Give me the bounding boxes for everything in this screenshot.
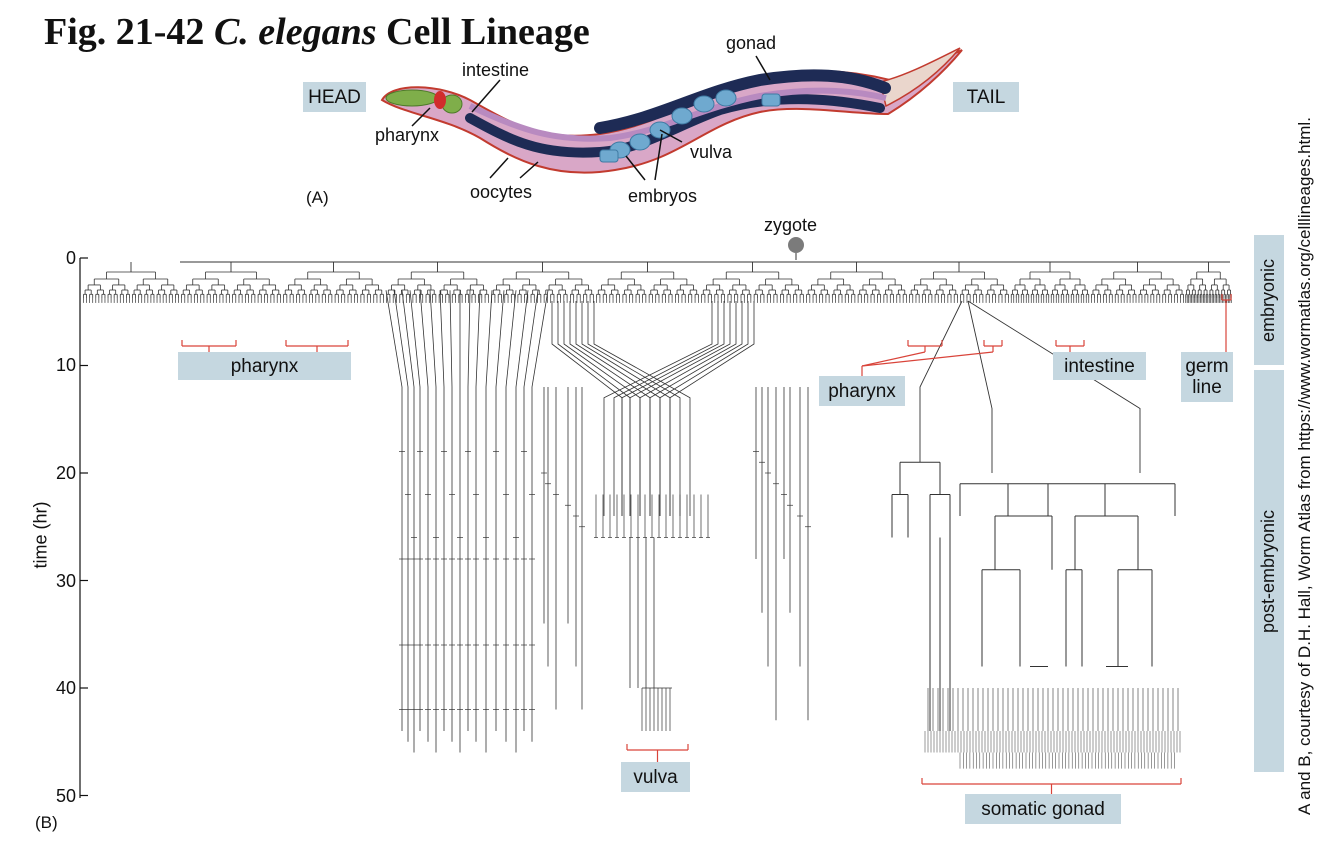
lineage-branch <box>639 301 737 516</box>
axis-tick: 50 <box>55 786 76 806</box>
lineage-branch <box>967 300 1141 473</box>
zygote-node <box>788 237 804 253</box>
lineage-branch <box>629 301 731 516</box>
embryo <box>761 93 781 107</box>
lineage-branch <box>967 300 993 473</box>
title-suffix: Cell Lineage <box>386 11 590 53</box>
lineage-branch <box>563 301 641 516</box>
lineage-branch <box>919 300 963 463</box>
axis-tick: 40 <box>55 678 76 698</box>
lineage-branch <box>475 290 481 742</box>
lineage-branch <box>495 290 505 731</box>
image-credit: A and B, courtesy of D.H. Hall, Worm Atl… <box>1295 117 1314 815</box>
lineage-branch <box>593 301 691 516</box>
embryo <box>715 89 737 107</box>
somatic-gonad-label: somatic gonad <box>965 794 1121 824</box>
tissue-bracket <box>861 351 994 367</box>
panel-a-label: (A) <box>306 188 329 207</box>
lineage-branch <box>467 290 471 731</box>
gonad-arm-upper <box>594 69 891 134</box>
zygote-label: zygote <box>764 215 818 235</box>
part-leader-lines <box>411 55 771 181</box>
post-embryonic-stage-box: post-embryonic <box>1254 370 1284 772</box>
pharynx-label-right: pharynx <box>819 376 905 406</box>
panel-b-label: (B) <box>35 813 58 832</box>
tail-label: TAIL <box>953 82 1019 112</box>
lineage-branch <box>449 290 453 742</box>
figure-title: Fig. 21-42 C. elegans Cell Lineage <box>44 10 590 54</box>
gonad-label: gonad <box>726 33 777 53</box>
lineage-branch <box>659 301 749 516</box>
lineage-branch <box>419 290 429 742</box>
lineage-branch <box>621 301 725 516</box>
tissue-bracket <box>861 351 926 367</box>
intestine-label-b: intestine <box>1053 352 1146 380</box>
lineage-branch <box>551 301 623 516</box>
pharynx-shape <box>385 89 463 114</box>
lineage-branch <box>485 290 493 753</box>
lineage-branch <box>439 290 445 731</box>
embryo <box>671 107 693 125</box>
lineage-branch <box>531 290 549 742</box>
lineage-branch <box>505 290 517 742</box>
vulva-label: vulva <box>690 142 733 162</box>
pharynx-label: pharynx <box>375 125 440 145</box>
embryo <box>629 133 651 151</box>
head-label: HEAD <box>303 82 366 112</box>
axis-tick: 10 <box>55 355 76 375</box>
lineage-branch <box>393 290 409 742</box>
vulva-label-b: vulva <box>621 762 690 792</box>
species-name: C. elegans <box>213 11 377 53</box>
embryonic-stage-box: embryonic <box>1254 235 1284 365</box>
oocytes-label: oocytes <box>470 182 533 202</box>
lineage-branch <box>429 290 437 753</box>
embryo <box>599 149 619 163</box>
lineage-branch <box>669 301 755 516</box>
pharynx-label-left: pharynx <box>178 352 351 380</box>
lineage-branch <box>587 301 681 516</box>
lineage-branch <box>603 301 713 516</box>
embryonic-stage-label: embryonic <box>1258 258 1279 342</box>
lineage-branch <box>385 290 403 731</box>
germ-line-label: germ line <box>1181 352 1233 402</box>
worm-tail <box>879 47 961 108</box>
lineage-branch <box>581 301 671 516</box>
axis-tick: 0 <box>65 248 76 268</box>
axis-tick: 30 <box>55 571 76 591</box>
lineage-branch <box>409 290 421 731</box>
lineage-branch <box>649 301 743 516</box>
intestine-label: intestine <box>462 60 530 80</box>
embryo <box>693 95 715 113</box>
lineage-branch <box>401 290 415 753</box>
lineage-branch <box>523 290 539 731</box>
lineage-branch <box>613 301 719 516</box>
figure-number: Fig. 21-42 <box>44 11 205 53</box>
lineage-branch <box>515 290 529 753</box>
lineage-branch <box>575 301 661 516</box>
axis-tick: 20 <box>55 463 76 483</box>
post-embryonic-stage-label: post-embryonic <box>1258 509 1279 633</box>
axis-label: time (hr) <box>30 501 51 569</box>
embryos-label: embryos <box>628 186 698 206</box>
